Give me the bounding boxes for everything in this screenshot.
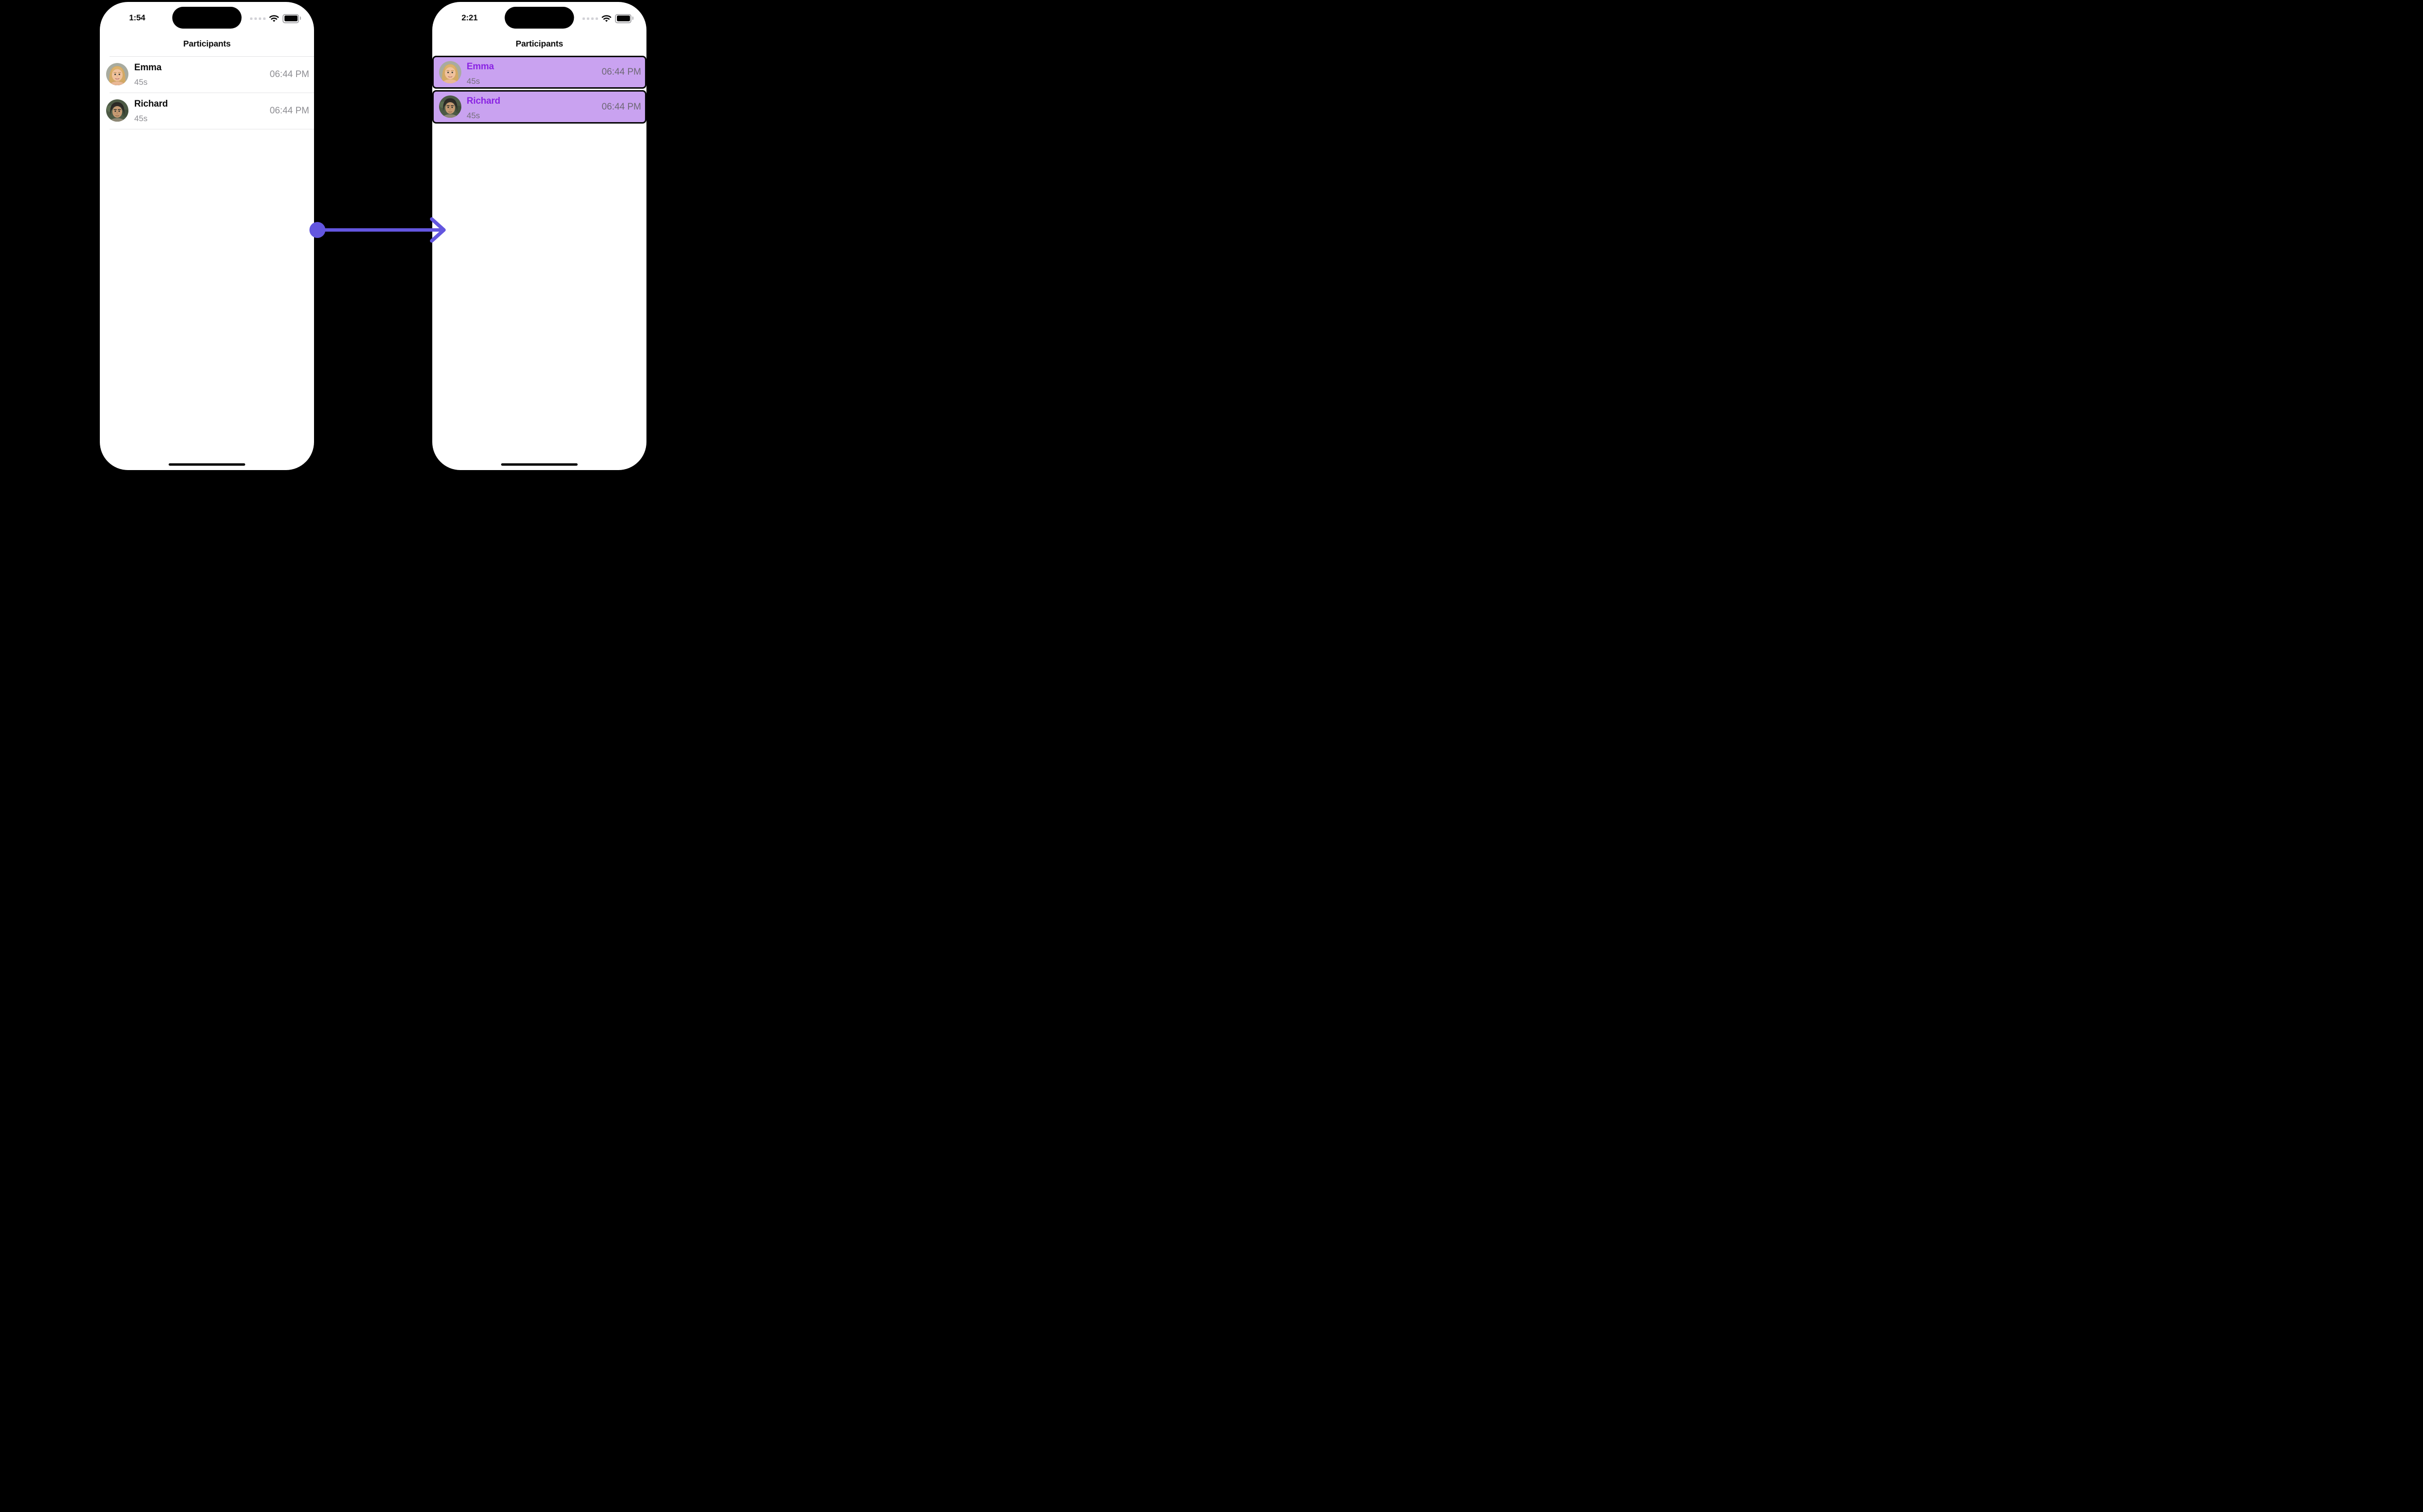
participant-name: Richard xyxy=(467,96,501,106)
participant-row-richard-selected[interactable]: Richard 45s 06:44 PM xyxy=(432,90,646,124)
battery-icon xyxy=(283,14,301,23)
participant-duration: 45s xyxy=(134,114,148,123)
participant-name: Emma xyxy=(134,63,162,73)
avatar-richard xyxy=(106,99,128,122)
participant-duration: 45s xyxy=(467,77,480,86)
home-indicator xyxy=(501,463,578,466)
row-timestamp: 06:44 PM xyxy=(601,101,641,112)
row-timestamp: 06:44 PM xyxy=(269,105,309,116)
participant-row-emma-selected[interactable]: Emma 45s 06:44 PM xyxy=(432,56,646,89)
participant-duration: 45s xyxy=(134,78,148,87)
divider xyxy=(110,56,314,57)
participant-row-emma[interactable]: Emma 45s 06:44 PM xyxy=(100,56,314,93)
cellular-dots-icon xyxy=(250,17,266,20)
wifi-icon xyxy=(601,15,612,22)
avatar-emma xyxy=(106,63,128,85)
dynamic-island xyxy=(504,7,574,29)
status-icons xyxy=(582,14,633,23)
transition-arrow-icon xyxy=(309,217,446,243)
page-title: Participants xyxy=(183,39,231,48)
status-icons xyxy=(250,14,301,23)
canvas: 1:54 Participants xyxy=(0,0,759,472)
home-indicator xyxy=(169,463,245,466)
participant-list: Emma 45s 06:44 PM xyxy=(432,56,646,124)
page-title: Participants xyxy=(516,39,563,48)
wifi-icon xyxy=(269,15,279,22)
participant-row-richard[interactable]: Richard 45s 06:44 PM xyxy=(100,93,314,129)
avatar-emma xyxy=(439,61,461,83)
avatar-richard xyxy=(439,95,461,118)
row-timestamp: 06:44 PM xyxy=(601,67,641,77)
row-timestamp: 06:44 PM xyxy=(269,69,309,79)
phone-after: 2:21 Participants xyxy=(432,2,646,470)
cellular-dots-icon xyxy=(582,17,598,20)
participant-duration: 45s xyxy=(467,111,480,120)
status-time: 2:21 xyxy=(461,13,478,22)
participant-name: Richard xyxy=(134,99,168,109)
dynamic-island xyxy=(172,7,242,29)
battery-icon xyxy=(615,14,633,23)
phone-before: 1:54 Participants xyxy=(100,2,314,470)
status-time: 1:54 xyxy=(129,13,145,22)
participant-name: Emma xyxy=(467,62,494,72)
